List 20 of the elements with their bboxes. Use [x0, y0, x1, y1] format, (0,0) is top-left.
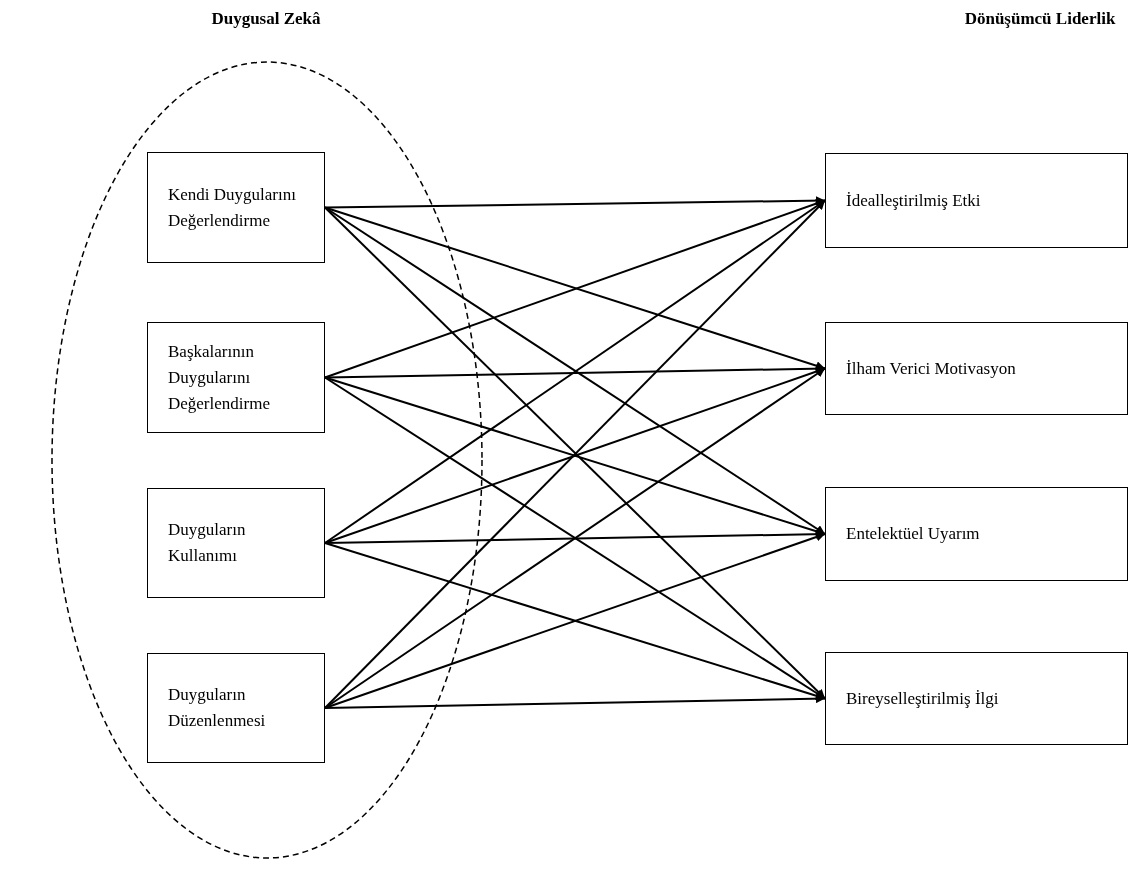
box-text: İlham Verici Motivasyon: [846, 357, 1016, 380]
concept-box: [825, 153, 1128, 248]
concept-box: [825, 652, 1128, 745]
box-text: Duyguların Düzenlenmesi: [168, 684, 267, 732]
group-heading: Duygusal Zekâ: [211, 9, 321, 29]
arrow: [324, 196, 826, 209]
group-heading: Dönüşümcü Liderlik: [964, 9, 1116, 29]
box-text: Entelektüel Uyarım: [846, 523, 980, 545]
box-text: Başkalarının Duygularını Değerlendirme: [168, 340, 271, 415]
concept-box: [147, 488, 325, 598]
concept-box: [147, 322, 325, 433]
box-text: İdealleştirilmiş Etki: [846, 189, 981, 212]
box-text: Kendi Duygularını Değerlendirme: [168, 183, 297, 232]
concept-box: [825, 487, 1128, 581]
arrow: [324, 694, 826, 709]
box-text: Duyguların Kullanımı: [168, 519, 247, 567]
concept-box: [825, 322, 1128, 415]
concept-box: [147, 653, 325, 763]
box-text: Bireyselleştirilmiş İlgi: [846, 687, 999, 710]
concept-box: [147, 152, 325, 263]
